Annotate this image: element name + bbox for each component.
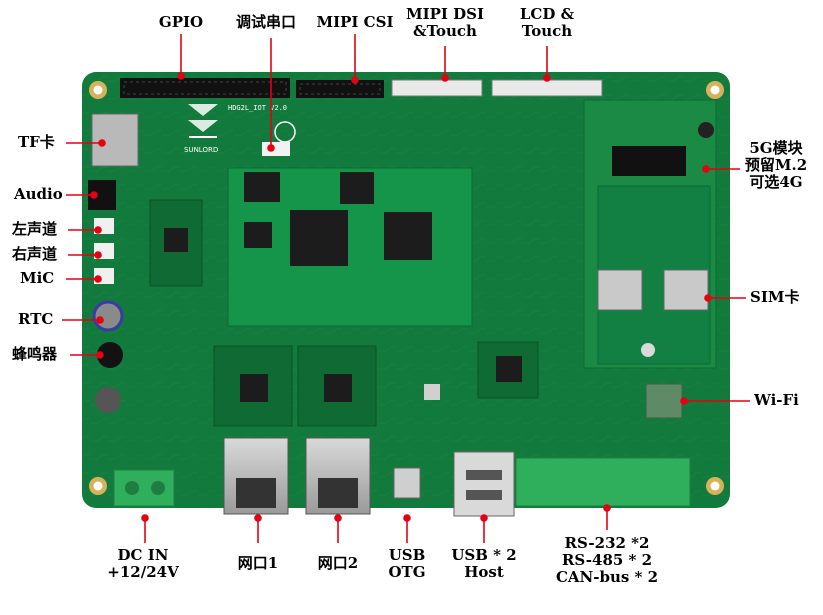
label-mipi-dsi: MIPI DSI&Touch (406, 5, 484, 40)
brand-logo: SUNLORD (184, 104, 218, 154)
label-lcd-touch: LCD &Touch (519, 5, 575, 40)
gpio-header (120, 78, 290, 98)
label-ethernet-2: 网口2 (317, 554, 359, 572)
label-sim-card: SIM卡 (750, 288, 800, 306)
ethernet-port-1 (223, 437, 289, 515)
label-right-channel: 右声道 (12, 245, 58, 263)
5g-module-area (583, 99, 717, 369)
pmic-chip (244, 222, 272, 248)
buzzer (97, 342, 123, 368)
memory-chip (340, 172, 374, 204)
label-wifi: Wi-Fi (754, 391, 799, 409)
pointer-lines (62, 34, 750, 543)
label-buzzer: 蜂鸣器 (12, 345, 58, 363)
tf-card-slot (91, 113, 139, 167)
usb-hub-chip (496, 356, 522, 382)
brand-logo-text: SUNLORD (184, 146, 218, 154)
label-left-channel: 左声道 (12, 220, 58, 238)
lcd-connector (491, 79, 603, 97)
label-audio: Audio (14, 185, 63, 203)
capacitor (95, 387, 121, 413)
m2-slot (612, 146, 686, 176)
ethernet-phy-chip-2 (324, 374, 352, 402)
capacitor (698, 122, 714, 138)
label-mic: MiC (20, 269, 55, 287)
label-mipi-csi: MIPI CSI (316, 13, 394, 31)
silkscreen-model: HDG2L_IOT V2.0 (228, 104, 287, 112)
mipi-dsi-connector (391, 79, 483, 97)
soc-chip (290, 210, 348, 266)
sim-slot-1 (597, 269, 643, 311)
reset-button (424, 384, 440, 400)
memory-chip (244, 172, 280, 202)
mipi-csi-header (296, 80, 384, 98)
wifi-module (645, 383, 683, 419)
rtc-battery (92, 300, 124, 332)
usb-otg-port (393, 467, 421, 499)
label-rtc: RTC (18, 310, 54, 328)
label-dc-in: DC IN+12/24V (107, 546, 179, 581)
serial-terminal-block (515, 457, 691, 507)
audio-codec-chip (164, 228, 188, 252)
ethernet-port-2 (305, 437, 371, 515)
dc-in-terminal (113, 469, 175, 507)
label-tf-card: TF卡 (18, 133, 55, 151)
ethernet-phy-chip-1 (240, 374, 268, 402)
emmc-chip (384, 212, 432, 260)
label-debug-uart: 调试串口 (235, 13, 297, 31)
debug-uart-connector (262, 142, 290, 156)
label-ethernet-1: 网口1 (237, 554, 279, 572)
sim-slot-2 (663, 269, 709, 311)
core-module (227, 167, 473, 327)
label-gpio: GPIO (158, 13, 204, 31)
mounting-post (641, 343, 655, 357)
usb-host-port (453, 451, 515, 517)
